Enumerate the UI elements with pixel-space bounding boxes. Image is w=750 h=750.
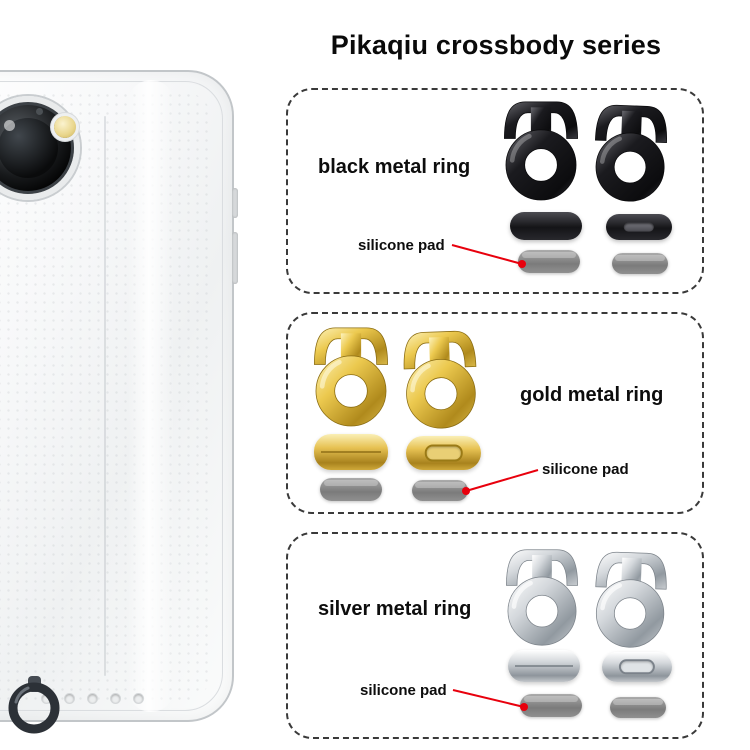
callout-line <box>465 469 539 492</box>
gold-silicone-pad-label: silicone pad <box>542 461 629 478</box>
speaker-hole <box>65 694 74 703</box>
silver-metal-pad <box>508 650 580 682</box>
black-ring-section: black metal ring silicone pad <box>286 88 704 294</box>
black-silicone-pad-callout <box>451 244 526 268</box>
silver-metal-ring-front <box>506 549 578 646</box>
lanyard-d-ring <box>8 676 60 734</box>
case-power-button <box>232 188 238 218</box>
gold-metal-pad <box>314 434 388 470</box>
gray-silicone-pad <box>320 478 382 501</box>
black-metal-ring-side <box>595 104 667 202</box>
callout-line <box>452 689 525 708</box>
silver-silicone-pad-label: silicone pad <box>360 682 447 699</box>
black-ring-label: black metal ring <box>318 156 471 178</box>
case-side-button <box>232 232 238 284</box>
black-metal-pad-slotted <box>606 214 672 240</box>
speaker-hole <box>134 694 143 703</box>
gold-metal-pad-slotted <box>406 436 481 470</box>
mic-hole <box>36 108 43 115</box>
silver-metal-ring-side <box>595 551 667 648</box>
silver-ring-section: silver metal ring silicone pad <box>286 532 704 739</box>
camera-lens <box>0 96 80 200</box>
gray-silicone-pad <box>610 697 666 718</box>
callout-dot <box>462 487 470 495</box>
silver-silicone-pad-callout <box>452 689 528 711</box>
gold-metal-ring-front <box>314 327 388 427</box>
black-silicone-pad-label: silicone pad <box>358 237 445 254</box>
black-metal-ring-front <box>504 101 578 201</box>
d-ring-loop <box>8 682 60 734</box>
gold-ring-section: gold metal ring silicone pad <box>286 312 704 514</box>
gold-metal-ring-side <box>403 330 477 429</box>
silver-metal-pad-slotted <box>602 652 672 682</box>
silver-ring-label: silver metal ring <box>318 598 472 620</box>
callout-dot <box>520 703 528 711</box>
speaker-hole <box>88 694 97 703</box>
gray-silicone-pad <box>412 480 468 501</box>
case-glare-highlight <box>128 80 174 712</box>
speaker-hole <box>42 694 51 703</box>
case-reflection-line <box>104 116 106 676</box>
callout-line <box>451 244 523 265</box>
speaker-hole <box>111 694 120 703</box>
gray-silicone-pad <box>520 694 582 717</box>
clear-phone-case <box>0 70 238 722</box>
camera-lens-glint <box>4 120 15 131</box>
page-title: Pikaqiu crossbody series <box>330 30 662 60</box>
gold-silicone-pad-callout <box>462 469 539 495</box>
gray-silicone-pad <box>612 253 668 274</box>
black-metal-pad <box>510 212 582 240</box>
gray-silicone-pad <box>518 250 580 273</box>
gold-ring-label: gold metal ring <box>520 384 664 406</box>
callout-dot <box>518 260 526 268</box>
d-ring-highlight <box>14 686 30 704</box>
camera-flash <box>54 116 76 138</box>
